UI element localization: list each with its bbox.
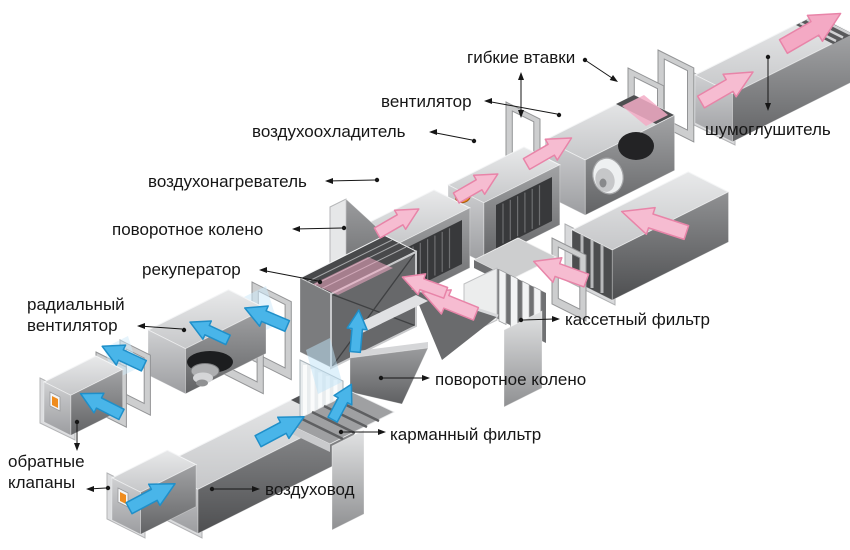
fresh-air-arrow bbox=[346, 309, 368, 354]
supply-air-arrow bbox=[778, 12, 842, 55]
fresh-air-arrow bbox=[254, 416, 305, 448]
cassette-filter-3d bbox=[463, 237, 557, 408]
label-fan: вентилятор bbox=[381, 92, 472, 111]
supply-air-arrow bbox=[373, 208, 420, 239]
label-air-duct: воздуховод bbox=[265, 480, 355, 499]
supply-air-arrow bbox=[696, 71, 754, 109]
label-air-cooler: воздухоохладитель bbox=[252, 122, 406, 141]
exhaust-air-arrow bbox=[189, 320, 231, 346]
return-air-arrow bbox=[532, 257, 590, 288]
label-recuperator: рекуператор bbox=[142, 260, 241, 279]
return-air-arrow bbox=[620, 206, 690, 241]
label-silencer: шумоглушитель bbox=[705, 120, 831, 139]
exhaust-air-arrow bbox=[101, 344, 148, 372]
label-flexible-inserts: гибкие втавки bbox=[467, 48, 576, 67]
label-cassette-filter: кассетный фильтр bbox=[565, 310, 710, 329]
label-rotary-elbow-return: поворотное колено bbox=[435, 370, 587, 389]
fresh-air-arrow bbox=[125, 483, 176, 515]
supply-air-arrow bbox=[452, 173, 499, 204]
check-valve-intake-3d bbox=[106, 449, 198, 539]
label-radial-fan: радиальный вентилятор bbox=[27, 295, 125, 335]
supply-air-arrow bbox=[522, 137, 573, 171]
exhaust-air-arrow bbox=[79, 392, 125, 421]
fresh-air-arrow bbox=[327, 383, 353, 423]
label-pocket-filter: карманный фильтр bbox=[390, 425, 542, 444]
exhaust-air-arrow bbox=[244, 305, 291, 333]
label-rotary-elbow-supply: поворотное колено bbox=[112, 220, 264, 239]
check-valve-exhaust-3d bbox=[39, 355, 124, 441]
warm-air-flow-arrows bbox=[373, 12, 842, 321]
pocket-filter-3d bbox=[287, 338, 395, 531]
radial-fan-3d bbox=[146, 289, 268, 395]
label-check-valves: обратные клапаны bbox=[8, 452, 85, 492]
return-air-arrow bbox=[401, 273, 449, 299]
leader-lines bbox=[74, 54, 771, 492]
rotary-elbow-return-3d bbox=[348, 295, 429, 405]
cold-air-flow-arrows bbox=[79, 305, 368, 515]
label-air-heater: воздухонагреватель bbox=[148, 172, 307, 191]
